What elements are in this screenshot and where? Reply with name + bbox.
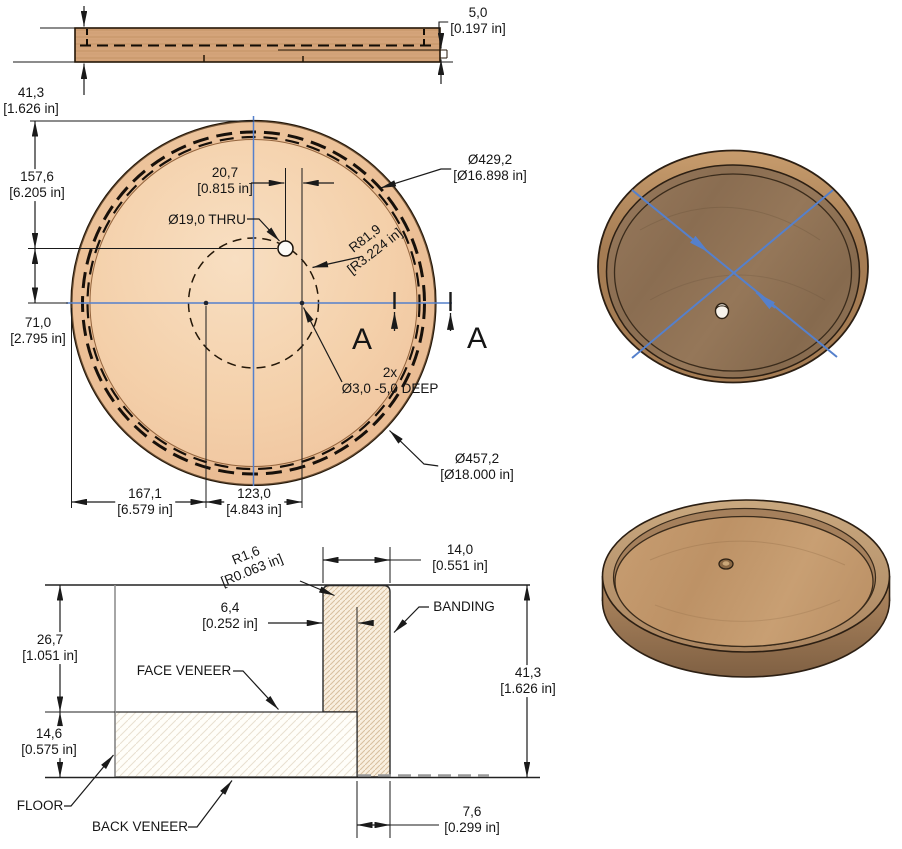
iso-view-tray xyxy=(601,499,891,678)
side-view xyxy=(13,6,453,95)
dim-groove-depth: 6,4 [0.252 in] xyxy=(200,600,260,632)
dim-top-to-hole: 157,6 [6.205 in] xyxy=(7,169,67,201)
section-letter-inner: A xyxy=(351,323,373,356)
dim-inner-diameter: Ø429,2 [Ø16.898 in] xyxy=(451,152,529,184)
section-letter-outer: A xyxy=(466,322,488,355)
label-center-hole: Ø19,0 THRU xyxy=(168,212,246,228)
dim-outer-diameter: Ø457,2 [Ø18.000 in] xyxy=(438,451,516,483)
dim-side-thickness: 41,3 [1.626 in] xyxy=(1,85,61,117)
label-face-veneer: FACE VENEER xyxy=(136,663,232,679)
dim-side-lip: 5,0 [0.197 in] xyxy=(448,5,508,37)
label-floor: FLOOR xyxy=(16,798,64,814)
tray-floor xyxy=(614,515,874,648)
dim-hole-offset: 20,7 [0.815 in] xyxy=(197,165,253,196)
pin-hole-left xyxy=(203,300,209,306)
label-back-veneer: BACK VENEER xyxy=(91,819,189,835)
section-cut-marks xyxy=(390,292,455,331)
dim-band-below-floor: 7,6 [0.299 in] xyxy=(442,804,502,836)
pin-hole-right xyxy=(299,300,305,306)
dim-floor-thickness: 14,6 [0.575 in] xyxy=(19,726,79,758)
label-banding: BANDING xyxy=(433,599,495,615)
floor-section xyxy=(114,711,358,778)
sketch-diagonal-2 xyxy=(631,189,834,359)
dim-rim-height: 26,7 [1.051 in] xyxy=(20,632,80,664)
dim-total-height: 41,3 [1.626 in] xyxy=(498,665,558,697)
top-view xyxy=(28,116,461,508)
iso-bottom-hole xyxy=(714,302,730,320)
detail-section-view xyxy=(45,547,540,838)
dim-span-left: 167,1 [6.579 in] xyxy=(115,486,175,518)
iso-view-bottom xyxy=(597,149,869,384)
dim-span-right: 123,0 [4.843 in] xyxy=(224,486,284,518)
label-pin-holes: 2x Ø3,0 -5,0 DEEP xyxy=(341,365,439,396)
center-hole-19mm xyxy=(277,240,294,257)
dim-hole-to-center: 71,0 [2.795 in] xyxy=(8,315,68,347)
dim-banding-width: 14,0 [0.551 in] xyxy=(430,542,490,574)
